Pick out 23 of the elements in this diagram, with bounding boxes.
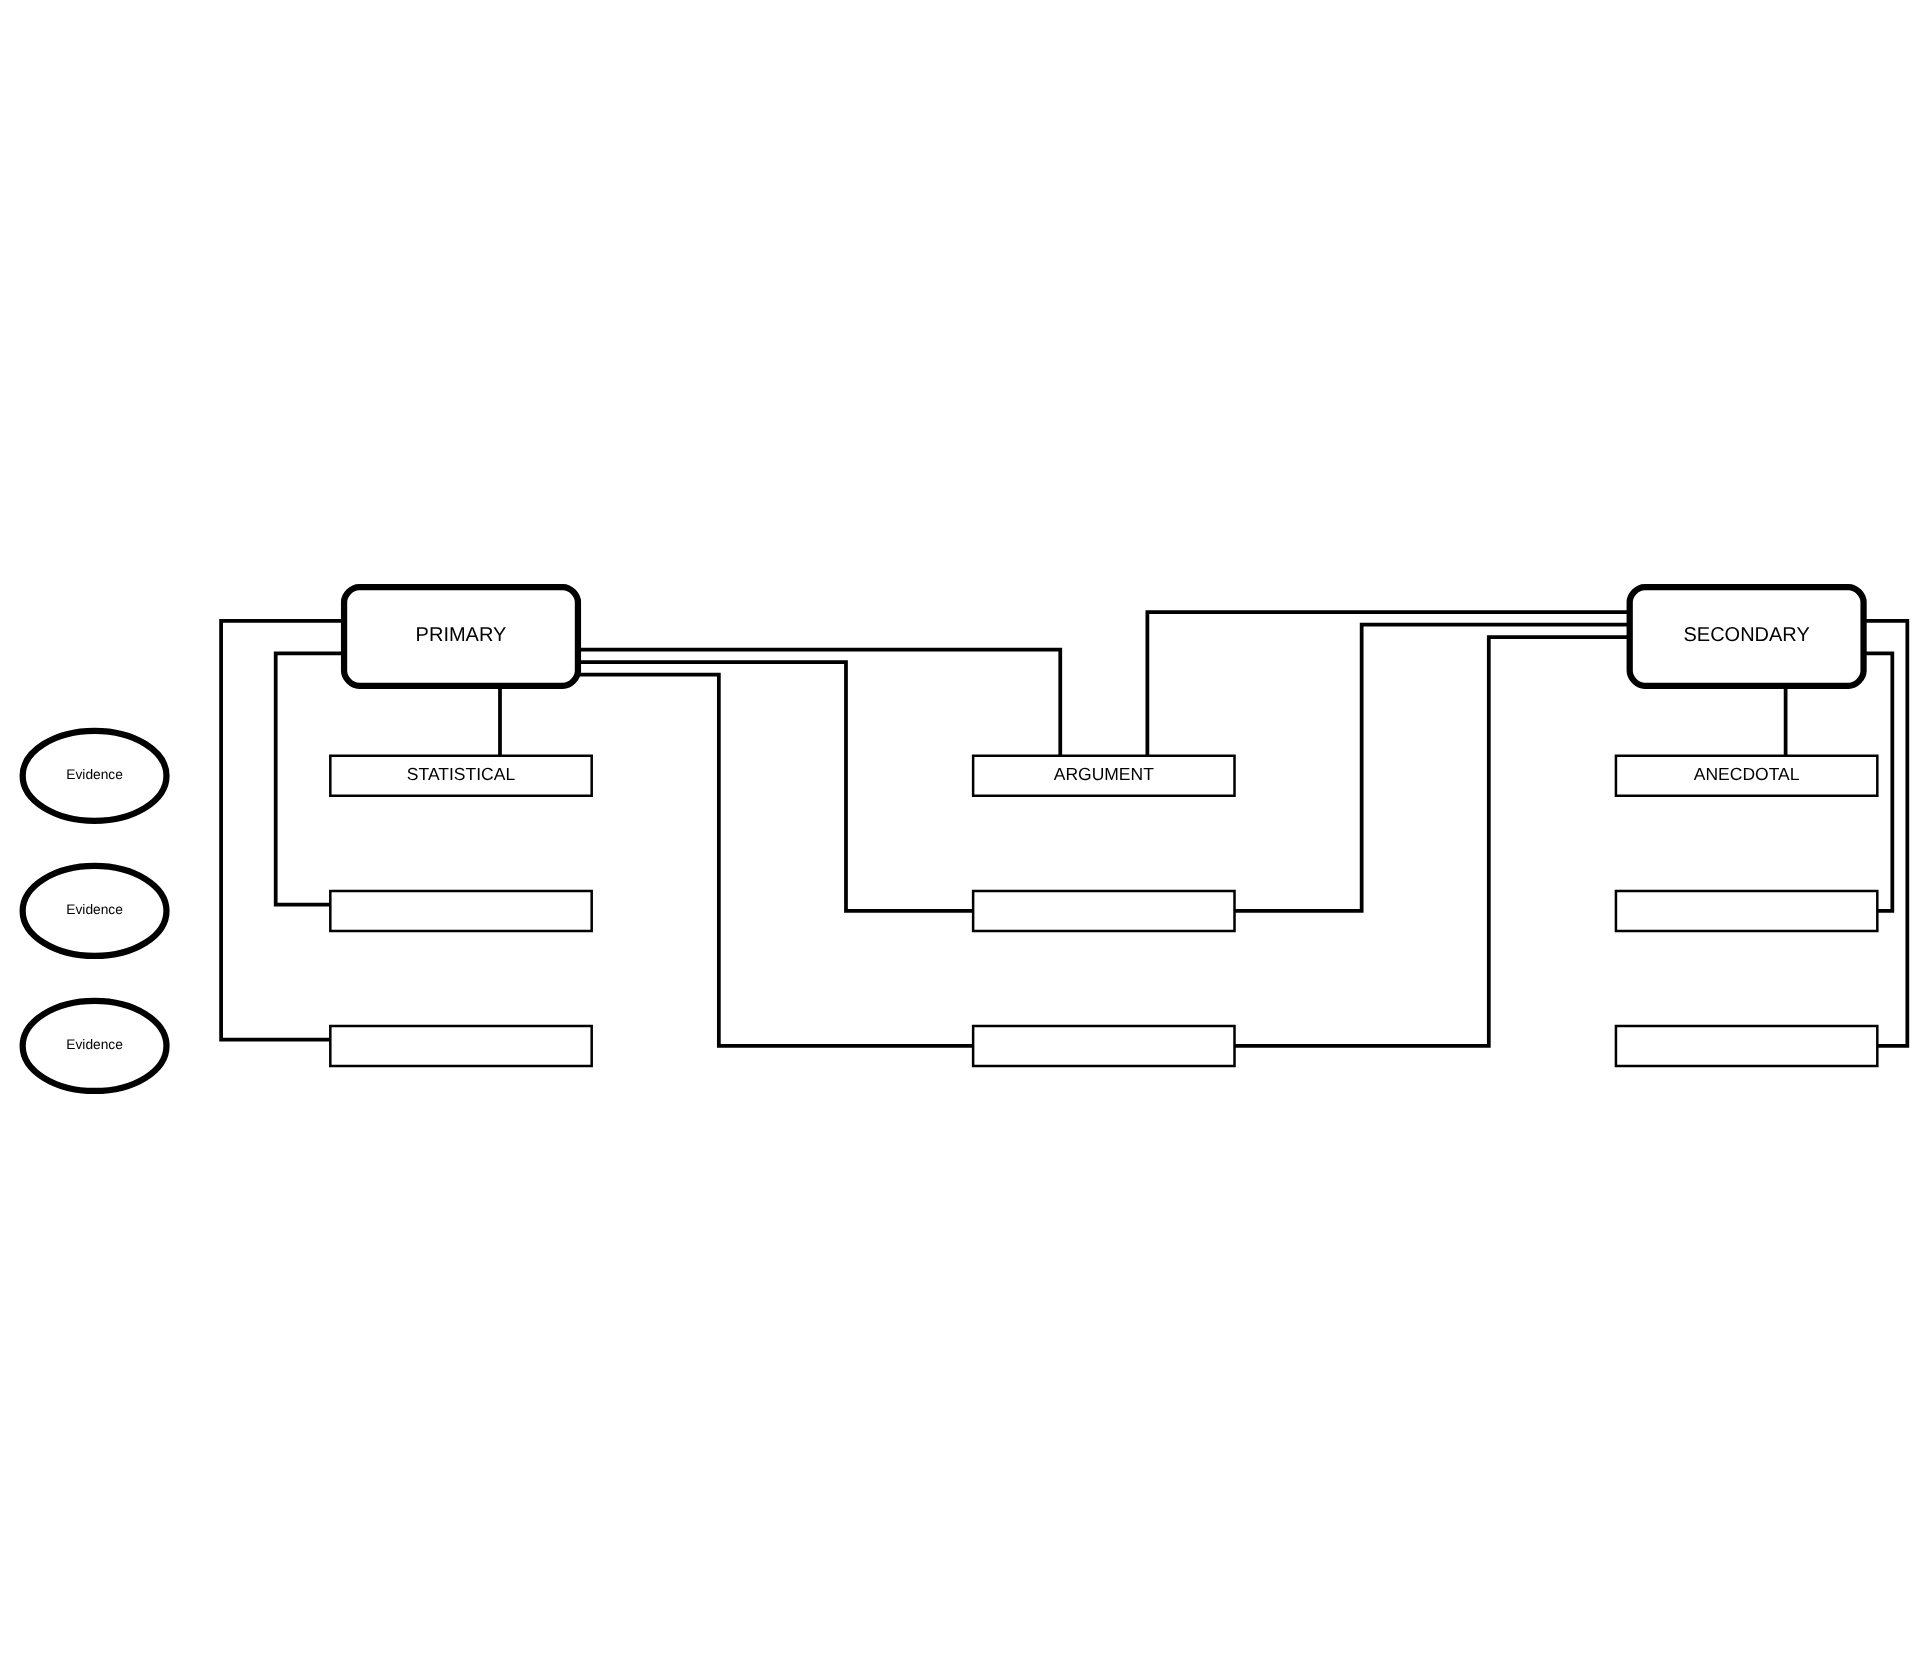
node-box xyxy=(329,1024,593,1068)
connector xyxy=(578,672,973,1048)
node-box: PRIMARY xyxy=(340,583,582,689)
node-box: ARGUMENT xyxy=(971,754,1236,798)
connector xyxy=(1234,622,1630,913)
connector xyxy=(578,660,973,913)
connector xyxy=(577,647,1063,756)
connector xyxy=(1863,618,1910,1048)
connector xyxy=(219,618,344,1042)
node-box: STATISTICAL xyxy=(329,754,593,798)
node-box xyxy=(1614,889,1879,933)
connector xyxy=(1145,610,1630,756)
connector xyxy=(1783,685,1788,756)
node-box: SECONDARY xyxy=(1626,583,1867,689)
connector xyxy=(498,685,502,756)
node-box: ANECDOTAL xyxy=(1614,754,1879,798)
connector xyxy=(273,651,344,907)
connector xyxy=(1234,635,1630,1048)
node-box xyxy=(1614,1024,1879,1068)
connector xyxy=(1863,651,1895,913)
node-box xyxy=(971,889,1236,933)
node-box xyxy=(329,889,593,933)
node-box xyxy=(971,1024,1236,1068)
